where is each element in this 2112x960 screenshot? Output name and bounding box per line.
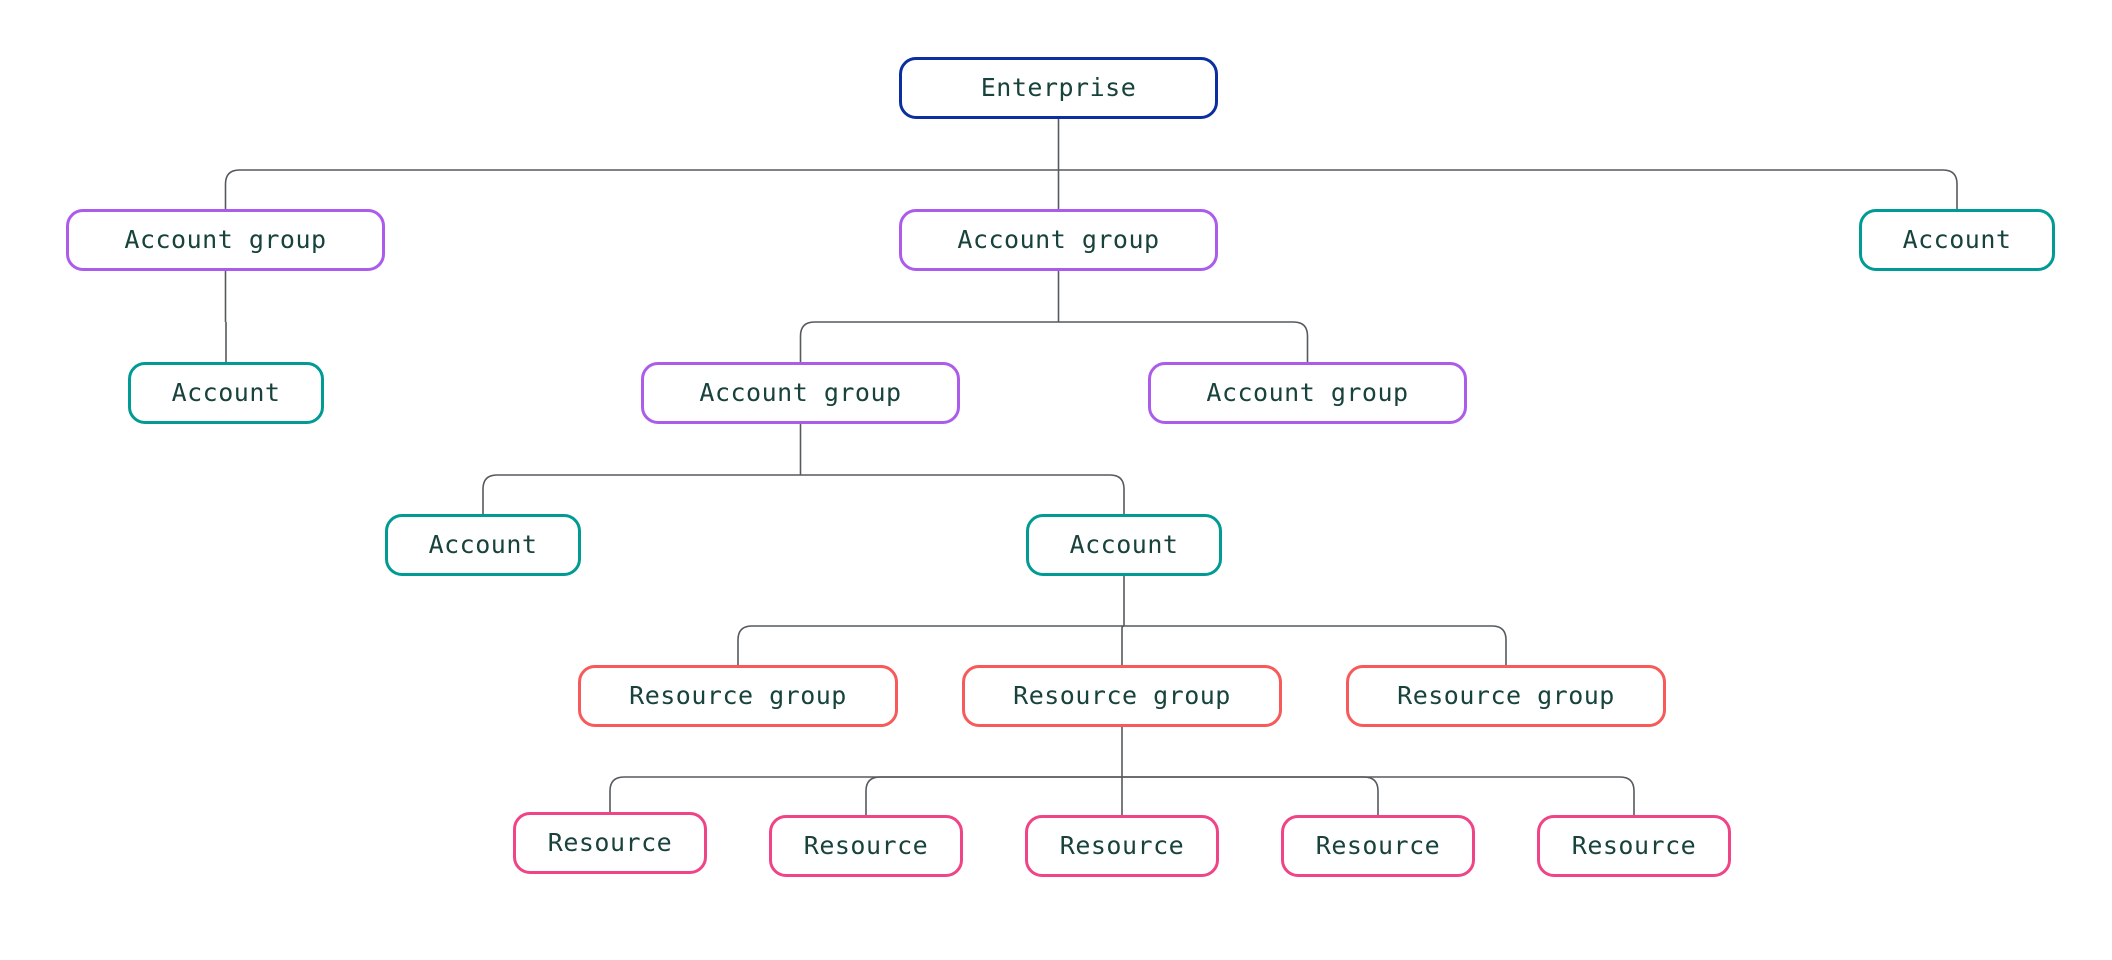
edge-rg-2-to-res-2 bbox=[865, 776, 1122, 815]
edge-ag-l3-left-to-acct-l4-right bbox=[800, 474, 1125, 514]
node-res-2[interactable]: Resource bbox=[769, 815, 963, 877]
edge-enterprise-to-acct-right bbox=[1058, 169, 1958, 209]
node-ag-center[interactable]: Account group bbox=[899, 209, 1218, 271]
node-label: Resource group bbox=[1397, 680, 1615, 710]
node-enterprise[interactable]: Enterprise bbox=[899, 57, 1218, 119]
edge-ag-center-to-ag-l3-right bbox=[1058, 321, 1309, 362]
node-label: Account bbox=[1069, 529, 1179, 559]
node-acct-left-child[interactable]: Account bbox=[128, 362, 324, 424]
node-acct-right[interactable]: Account bbox=[1859, 209, 2055, 271]
edge-acct-l4-right-to-rg-2 bbox=[1121, 625, 1125, 665]
node-label: Account bbox=[171, 377, 281, 407]
node-acct-l4-right[interactable]: Account bbox=[1026, 514, 1222, 576]
node-ag-l3-left[interactable]: Account group bbox=[641, 362, 960, 424]
edge-enterprise-to-ag-left bbox=[224, 169, 1059, 209]
node-ag-left[interactable]: Account group bbox=[66, 209, 385, 271]
node-label: Account group bbox=[124, 224, 327, 254]
node-rg-1[interactable]: Resource group bbox=[578, 665, 898, 727]
node-label: Account bbox=[1902, 224, 2012, 254]
node-ag-l3-right[interactable]: Account group bbox=[1148, 362, 1467, 424]
node-res-4[interactable]: Resource bbox=[1281, 815, 1475, 877]
node-label: Resource group bbox=[1013, 680, 1231, 710]
node-rg-2[interactable]: Resource group bbox=[962, 665, 1282, 727]
node-rg-3[interactable]: Resource group bbox=[1346, 665, 1666, 727]
edge-acct-l4-right-to-rg-1 bbox=[737, 625, 1124, 665]
edge-acct-l4-right-to-rg-3 bbox=[1124, 625, 1507, 665]
node-label: Resource bbox=[1059, 830, 1185, 860]
node-res-3[interactable]: Resource bbox=[1025, 815, 1219, 877]
node-label: Account group bbox=[699, 377, 902, 407]
edge-rg-2-to-res-1 bbox=[609, 776, 1122, 812]
node-res-1[interactable]: Resource bbox=[513, 812, 707, 874]
node-label: Account group bbox=[957, 224, 1160, 254]
node-label: Resource bbox=[547, 827, 673, 857]
edge-ag-center-to-ag-l3-left bbox=[799, 321, 1059, 362]
node-label: Resource bbox=[1571, 830, 1697, 860]
node-label: Resource group bbox=[629, 680, 847, 710]
node-label: Resource bbox=[1315, 830, 1441, 860]
node-label: Resource bbox=[803, 830, 929, 860]
edge-ag-l3-left-to-acct-l4-left bbox=[482, 474, 801, 514]
node-res-5[interactable]: Resource bbox=[1537, 815, 1731, 877]
node-label: Account bbox=[428, 529, 538, 559]
node-acct-l4-left[interactable]: Account bbox=[385, 514, 581, 576]
node-label: Enterprise bbox=[980, 72, 1137, 102]
edge-rg-2-to-res-4 bbox=[1122, 776, 1379, 815]
edge-rg-2-to-res-5 bbox=[1122, 776, 1635, 815]
node-label: Account group bbox=[1206, 377, 1409, 407]
